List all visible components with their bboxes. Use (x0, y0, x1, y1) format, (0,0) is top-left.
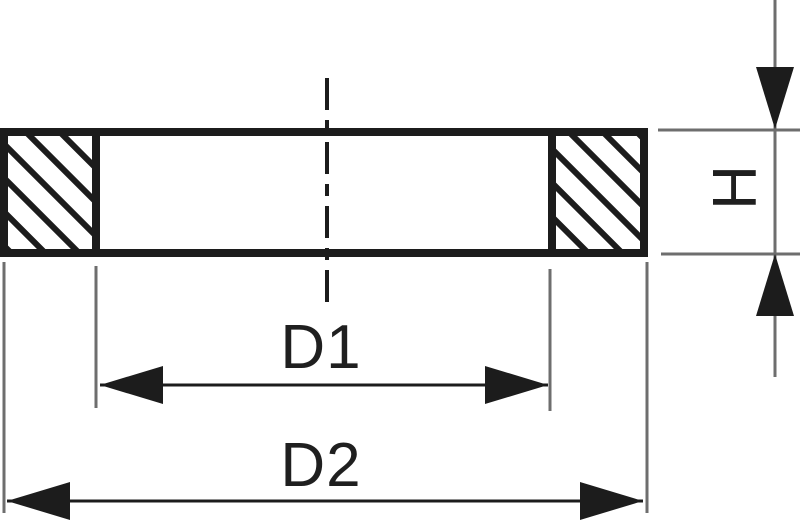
h-dimension (658, 0, 800, 377)
d2-arrowhead-right (580, 482, 643, 520)
d1-label: D1 (280, 313, 362, 382)
washer-outline (0, 128, 648, 257)
h-arrowhead-up (756, 254, 794, 316)
hatch-area-right (556, 136, 640, 249)
d1-arrowhead-right (485, 366, 548, 404)
d2-label: D2 (280, 431, 362, 500)
hatch-area-left (8, 136, 92, 249)
d1-dimension (94, 266, 552, 411)
d2-arrowhead-left (7, 482, 70, 520)
washer-section (0, 128, 648, 257)
h-arrowhead-down (756, 67, 794, 129)
h-label: H (701, 164, 770, 210)
d1-arrowhead-left (100, 366, 163, 404)
d2-dimension (2, 262, 649, 520)
